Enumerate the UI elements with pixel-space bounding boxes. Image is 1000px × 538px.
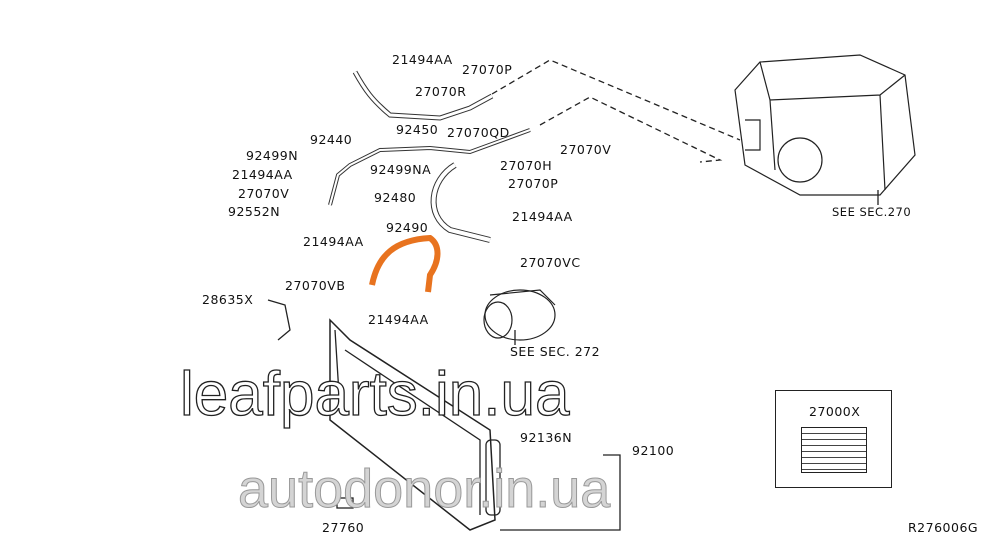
hvac-unit — [734, 54, 916, 196]
part-label: 92100 — [632, 443, 675, 458]
part-label: 27070V — [560, 142, 612, 157]
part-label: 27070P — [462, 62, 513, 77]
part-label: 27760 — [322, 520, 365, 535]
part-label: 92450 — [396, 122, 439, 137]
part-label: 92499N — [246, 148, 299, 163]
part-label: 27070V — [238, 186, 290, 201]
condenser-92100 — [329, 318, 496, 531]
part-label: 27070QD — [447, 125, 510, 140]
dashed-line-upper — [491, 59, 741, 141]
part-label: 92480 — [374, 190, 417, 205]
part-label: 27070P — [508, 176, 559, 191]
inset-part-label: 27000X — [809, 404, 861, 419]
part-label: 21494AA — [232, 167, 293, 182]
part-label: 92490 — [386, 220, 429, 235]
hose-92490-highlighted — [369, 234, 441, 293]
bracket-28635X — [267, 299, 291, 341]
part-label: 21494AA — [368, 312, 429, 327]
dashed-line-lower — [539, 96, 723, 163]
warning-label-icon — [801, 427, 867, 473]
part-label: 27070R — [415, 84, 467, 99]
inset-box: 27000X — [775, 390, 892, 488]
part-label: 27070H — [500, 158, 553, 173]
see-section-272: SEE SEC. 272 — [510, 344, 601, 359]
part-label: 92552N — [228, 204, 281, 219]
receiver-drier — [485, 439, 501, 516]
see-section-270: SEE SEC.270 — [832, 205, 912, 219]
part-label: 27070VB — [285, 278, 346, 293]
part-label: 21494AA — [392, 52, 453, 67]
watermark-primary: leafparts.in.ua — [179, 360, 570, 429]
part-label: 92440 — [310, 132, 353, 147]
part-label: 92499NA — [370, 162, 432, 177]
diagram-code: R276006G — [908, 520, 979, 535]
part-label: 21494AA — [512, 209, 573, 224]
part-label: 92136N — [520, 430, 573, 445]
part-label: 27070VC — [520, 255, 581, 270]
part-label: 28635X — [202, 292, 254, 307]
watermark-secondary: autodonor.in.ua — [237, 459, 611, 519]
clip-27760 — [336, 497, 354, 509]
part-label: 21494AA — [303, 234, 364, 249]
compressor — [483, 289, 556, 341]
